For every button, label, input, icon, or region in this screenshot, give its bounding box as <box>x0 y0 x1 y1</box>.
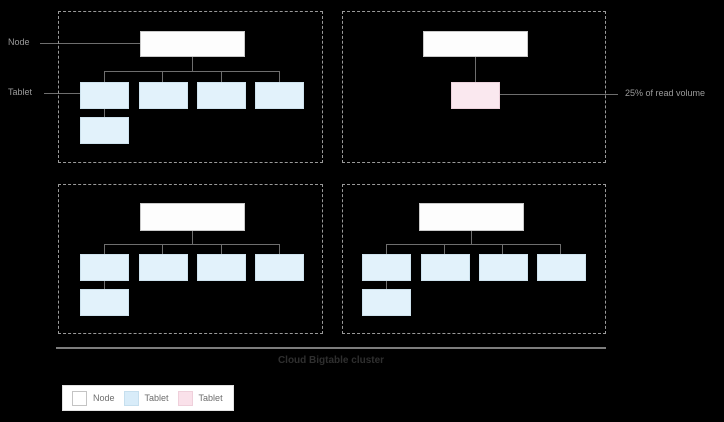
legend-item-node: Node <box>72 390 115 406</box>
connector-drop-1-bottom-right <box>386 244 387 254</box>
tablet-box-bottom-right-2[interactable] <box>421 254 470 281</box>
tablet-box-bottom-left-5[interactable] <box>80 289 129 316</box>
tablet-box-bottom-left-3[interactable] <box>197 254 246 281</box>
tablet-box-top-left-4[interactable] <box>255 82 304 109</box>
connector-drop-2-bottom-right <box>444 244 445 254</box>
tablet-box-bottom-right-3[interactable] <box>479 254 528 281</box>
legend-label-tablet-hot: Tablet <box>198 392 223 403</box>
legend-label-node: Node <box>93 392 115 403</box>
tablet-box-top-left-3[interactable] <box>197 82 246 109</box>
legend-label-tablet: Tablet <box>144 392 169 403</box>
tablet-box-bottom-left-4[interactable] <box>255 254 304 281</box>
connector-drop-3-bottom-left <box>221 244 222 254</box>
hot-tablet-box-top-right[interactable] <box>451 82 500 109</box>
connector-node-trunk-top-right <box>475 57 476 82</box>
leader-line-hot-tablet <box>500 94 618 95</box>
tablet-box-top-left-2[interactable] <box>139 82 188 109</box>
connector-bus-bottom-right <box>386 244 560 245</box>
tablet-box-bottom-right-4[interactable] <box>537 254 586 281</box>
side-label-node: Node <box>8 37 30 47</box>
side-label-tablet: Tablet <box>8 87 33 97</box>
connector-drop-4-bottom-right <box>560 244 561 254</box>
node-box-bottom-left[interactable] <box>140 203 245 231</box>
connector-drop-2-top-left <box>162 71 163 82</box>
connector-drop-1-top-left <box>104 71 105 82</box>
connector-drop-5-bottom-left <box>104 281 105 289</box>
connector-bus-bottom-left <box>104 244 279 245</box>
tablet-box-bottom-left-1[interactable] <box>80 254 129 281</box>
connector-drop-1-bottom-left <box>104 244 105 254</box>
legend-item-tablet-hot: Tablet <box>177 390 223 406</box>
leader-line-tablet <box>44 93 84 94</box>
node-box-top-left[interactable] <box>140 31 245 57</box>
node-panel-bottom-right <box>342 184 606 334</box>
legend-item-tablet: Tablet <box>123 390 169 406</box>
connector-node-trunk-top-left <box>192 57 193 71</box>
legend-swatch-tablet-hot-icon <box>177 390 193 406</box>
connector-drop-2-bottom-left <box>162 244 163 254</box>
callout-hot-tablet: 25% of read volume <box>625 88 706 98</box>
connector-drop-3-bottom-right <box>502 244 503 254</box>
tablet-box-top-left-5[interactable] <box>80 117 129 144</box>
cluster-caption: Cloud Bigtable cluster <box>277 355 385 366</box>
node-box-top-right[interactable] <box>423 31 528 57</box>
legend-swatch-node-icon <box>72 390 87 406</box>
node-panel-top-right <box>342 11 606 163</box>
cluster-rule <box>56 347 606 349</box>
connector-drop-5-top-left <box>104 109 105 117</box>
tablet-box-bottom-right-5[interactable] <box>362 289 411 316</box>
tablet-box-bottom-right-1[interactable] <box>362 254 411 281</box>
connector-drop-4-top-left <box>279 71 280 82</box>
leader-line-node <box>40 43 140 44</box>
connector-bus-top-left <box>104 71 279 72</box>
legend: Node Tablet Tablet <box>62 385 234 411</box>
connector-drop-3-top-left <box>221 71 222 82</box>
connector-drop-5-bottom-right <box>386 281 387 289</box>
legend-swatch-tablet-icon <box>123 390 139 406</box>
connector-node-trunk-bottom-left <box>192 231 193 244</box>
node-panel-bottom-left <box>58 184 323 334</box>
node-box-bottom-right[interactable] <box>419 203 524 231</box>
node-panel-top-left <box>58 11 323 163</box>
tablet-box-bottom-left-2[interactable] <box>139 254 188 281</box>
connector-drop-4-bottom-left <box>279 244 280 254</box>
connector-node-trunk-bottom-right <box>471 231 472 244</box>
tablet-box-top-left-1[interactable] <box>80 82 129 109</box>
